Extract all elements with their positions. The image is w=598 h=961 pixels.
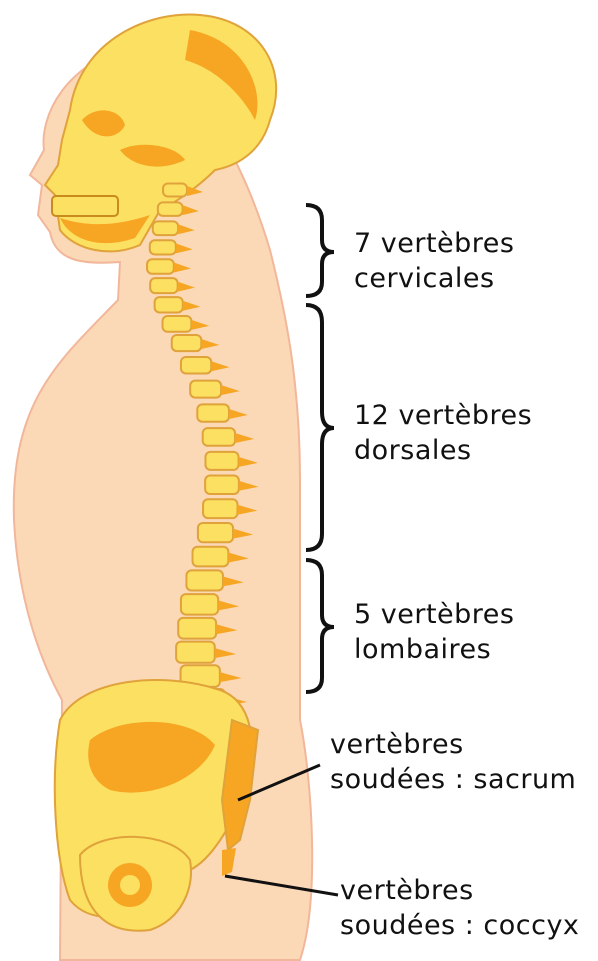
lumbar-brace <box>306 560 334 692</box>
vertebra <box>147 259 174 274</box>
vertebra <box>186 570 223 590</box>
lumbar-label-line1: 5 vertèbres <box>354 597 514 632</box>
vertebra <box>150 240 176 254</box>
vertebra <box>205 476 239 494</box>
dorsal-label-line1: 12 vertèbres <box>354 398 532 433</box>
vertebra <box>197 404 229 421</box>
vertebra <box>203 428 235 446</box>
vertebra <box>190 381 221 398</box>
vertebra <box>155 297 183 312</box>
cervical-label: 7 vertèbres cervicales <box>354 226 514 296</box>
vertebra <box>172 335 202 351</box>
sacrum-label-line2: soudées : sacrum <box>330 762 576 797</box>
sacrum-label: vertèbres soudées : sacrum <box>330 727 576 797</box>
hip-socket-inner <box>120 875 140 895</box>
vertebra <box>181 357 211 374</box>
coccyx-label-line2: soudées : coccyx <box>340 908 579 943</box>
vertebra <box>153 221 178 235</box>
vertebra <box>203 499 237 518</box>
lumbar-label-line2: lombaires <box>354 632 514 667</box>
vertebra <box>193 547 229 567</box>
lumbar-label: 5 vertèbres lombaires <box>354 597 514 667</box>
sacrum-label-line1: vertèbres <box>330 727 576 762</box>
vertebra <box>163 184 187 197</box>
dorsal-label-line2: dorsales <box>354 433 532 468</box>
cervical-brace <box>306 205 334 296</box>
vertebra <box>198 523 233 542</box>
vertebra <box>205 452 238 470</box>
dorsal-label: 12 vertèbres dorsales <box>354 398 532 468</box>
cervical-label-line1: 7 vertèbres <box>354 226 514 261</box>
vertebra <box>163 316 192 332</box>
vertebra <box>158 202 183 215</box>
vertebra <box>178 618 216 639</box>
coccyx-label: vertèbres soudées : coccyx <box>340 873 579 943</box>
dorsal-brace <box>306 305 334 550</box>
cervical-label-line2: cervicales <box>354 261 514 296</box>
vertebra <box>176 642 215 663</box>
coccyx-label-line1: vertèbres <box>340 873 579 908</box>
vertebra <box>150 278 177 293</box>
vertebra <box>181 594 218 614</box>
teeth <box>52 196 118 216</box>
